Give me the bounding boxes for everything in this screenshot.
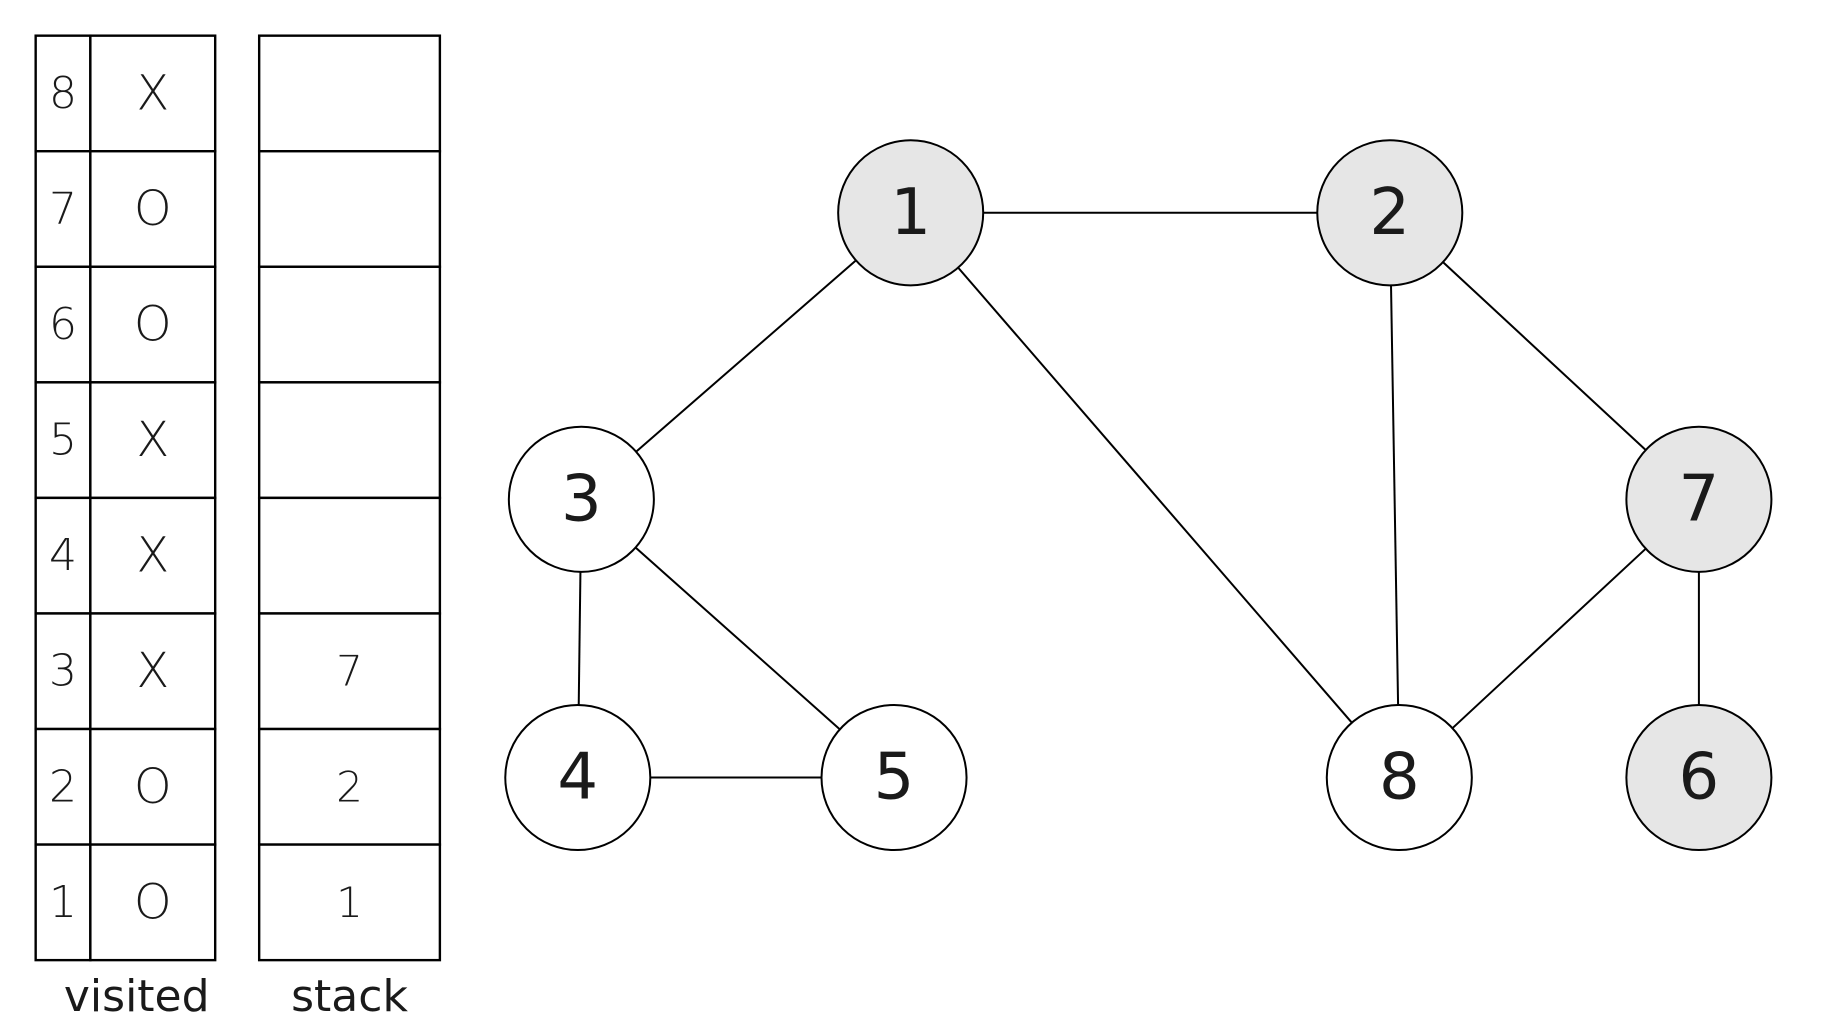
stack-slot	[257, 381, 442, 500]
stack-cell	[257, 150, 442, 268]
stack-slot	[257, 265, 442, 384]
node-circle	[837, 139, 985, 287]
visited-node-label: 6	[49, 299, 77, 350]
stack-cell	[257, 612, 442, 731]
visited-mark-cell	[89, 612, 217, 731]
stack-caption: stack	[291, 971, 408, 1022]
stack-value: 2	[336, 762, 363, 811]
visited-node-label: 8	[49, 68, 77, 119]
stack-cell	[257, 843, 442, 962]
node-3: 3	[507, 425, 655, 573]
node-label: 2	[1369, 176, 1410, 250]
node-circle	[1316, 139, 1464, 287]
node-circle	[1625, 704, 1773, 852]
node-circle	[1325, 704, 1473, 852]
stack-slot	[257, 34, 442, 153]
visited-mark: O	[134, 759, 172, 815]
visited-mark: O	[134, 297, 172, 353]
visited-mark-cell	[89, 381, 217, 500]
visited-node-label: 3	[49, 646, 77, 697]
node-label: 5	[874, 741, 915, 815]
visited-mark-cell	[89, 150, 217, 268]
stack-cell	[257, 265, 442, 384]
node-circle	[820, 704, 968, 852]
edge-1-8	[957, 266, 1353, 724]
visited-node-label: 5	[49, 415, 77, 466]
edge-2-7	[1442, 261, 1647, 451]
visited-node-label: 2	[49, 761, 77, 812]
visited-mark: O	[134, 181, 172, 237]
visited-mark-cell	[89, 34, 217, 153]
stack-cell	[257, 496, 442, 615]
node-circle	[504, 704, 652, 852]
visited-mark: X	[136, 643, 169, 699]
node-label: 6	[1679, 741, 1720, 815]
visited-mark-cell	[89, 265, 217, 384]
stack-value: 7	[336, 647, 363, 696]
node-label: 1	[890, 176, 931, 250]
node-5: 5	[820, 704, 968, 852]
node-label: 4	[557, 741, 598, 815]
stack-slot: 2	[257, 727, 442, 846]
edge-3-4	[577, 571, 582, 706]
stack-cell	[257, 727, 442, 846]
stack-cell	[257, 34, 442, 153]
node-circle	[507, 425, 655, 573]
visited-node-label: 4	[49, 530, 77, 581]
node-label: 8	[1379, 741, 1420, 815]
visited-node-label: 1	[49, 877, 77, 928]
visited-mark-cell	[89, 727, 217, 846]
node-8: 8	[1325, 704, 1473, 852]
node-6: 6	[1625, 704, 1773, 852]
node-2: 2	[1316, 139, 1464, 287]
visited-mark: X	[136, 412, 169, 468]
stack-slot	[257, 496, 442, 615]
stack-table: 7 2 1	[257, 34, 442, 962]
node-4: 4	[504, 704, 652, 852]
edge-2-8	[1390, 285, 1400, 706]
node-label: 7	[1679, 462, 1720, 536]
visited-mark: O	[134, 874, 172, 930]
visited-mark-cell	[89, 496, 217, 615]
visited-node-label: 7	[49, 184, 77, 235]
visited-node-cell	[34, 34, 92, 153]
visited-caption: visited	[64, 971, 210, 1022]
edge-7-8	[1451, 547, 1647, 729]
graph-nodes: 1 2 3 4 5 6 7 8	[504, 139, 1773, 852]
visited-mark: X	[136, 528, 169, 584]
visited-mark: X	[136, 65, 169, 121]
stack-cell	[257, 381, 442, 500]
graph-edges	[577, 211, 1700, 779]
stack-value: 1	[336, 878, 363, 927]
node-1: 1	[837, 139, 985, 287]
node-label: 3	[561, 462, 602, 536]
edge-3-5	[634, 546, 841, 731]
visited-mark-cell	[89, 843, 217, 962]
stack-slot	[257, 150, 442, 268]
stack-slot: 7	[257, 612, 442, 731]
node-circle	[1625, 425, 1773, 573]
edge-1-3	[635, 259, 857, 453]
stack-slot: 1	[257, 843, 442, 962]
graph: 1 2 3 4 5 6 7 8	[504, 139, 1773, 852]
node-7: 7	[1625, 425, 1773, 573]
